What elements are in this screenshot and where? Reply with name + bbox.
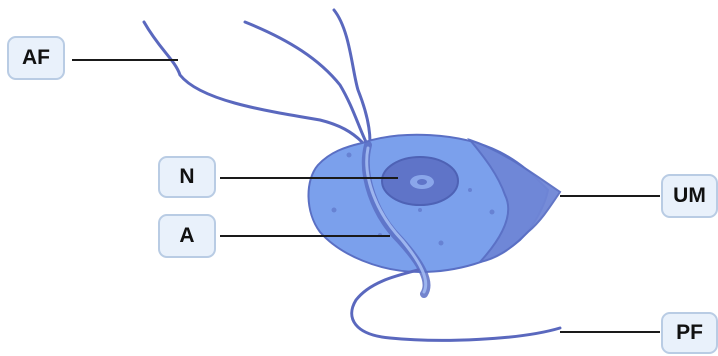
nucleolus-core bbox=[417, 179, 427, 185]
label-af: AF bbox=[7, 36, 65, 80]
anterior-flagella bbox=[144, 10, 370, 142]
label-um: UM bbox=[661, 174, 718, 218]
anterior-flagellum-1 bbox=[144, 22, 362, 142]
label-n: N bbox=[158, 156, 216, 198]
label-pf: PF bbox=[661, 312, 718, 354]
anterior-flagellum-3 bbox=[334, 10, 370, 142]
label-a: A bbox=[158, 214, 216, 258]
posterior-flagellum bbox=[352, 270, 560, 340]
